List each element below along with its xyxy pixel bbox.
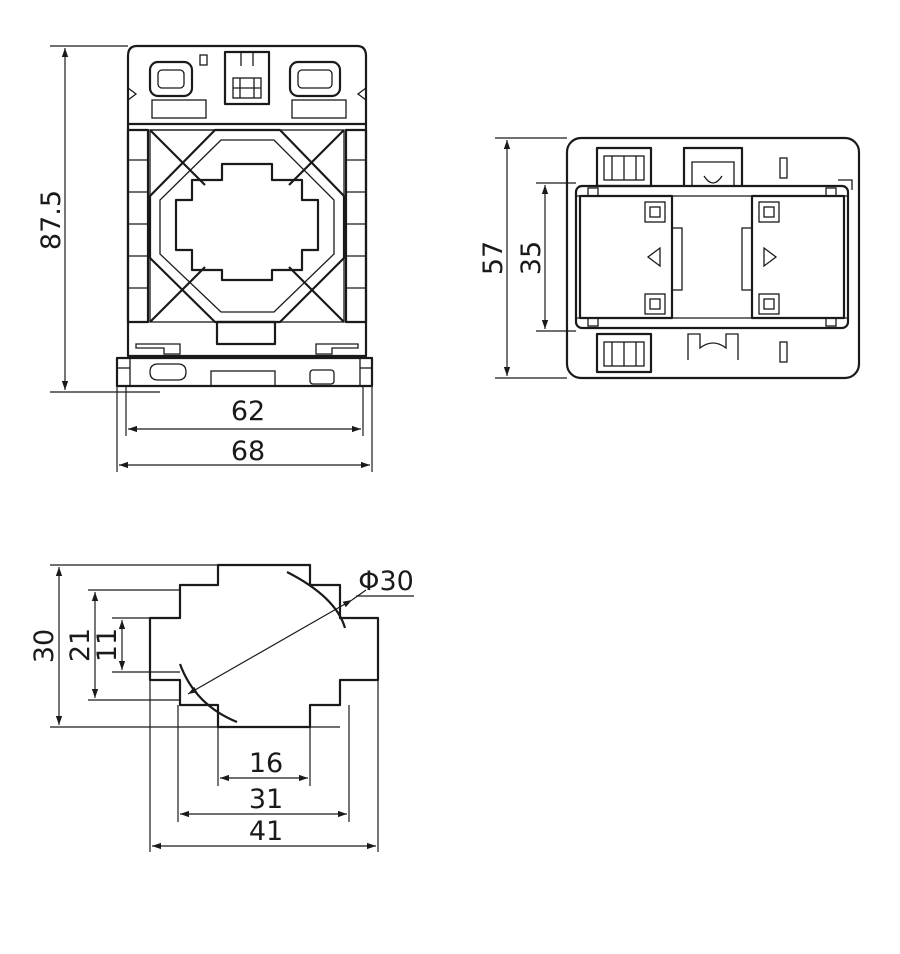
dim-label-21: 21 [65, 628, 96, 662]
dim-label-35: 35 [516, 241, 547, 275]
front-dimensions: 87.5 62 68 [36, 45, 373, 472]
window-dimensions: 30 21 11 16 31 41 [29, 564, 379, 852]
window-outline [148, 563, 380, 729]
dim-label-57: 57 [478, 241, 509, 275]
dim-label-68: 68 [231, 436, 265, 467]
dim-label-62: 62 [231, 396, 265, 427]
dim-label-30: 30 [29, 629, 60, 663]
dim-label-11: 11 [92, 628, 123, 662]
side-core-band [574, 184, 850, 330]
diameter-arc-bottom [178, 663, 238, 724]
side-dimensions: 57 35 [478, 137, 576, 379]
left-terminal-slot [148, 60, 194, 98]
center-terminal-block [223, 50, 271, 106]
side-body-outline [565, 136, 861, 380]
window-view: Φ30 [148, 563, 414, 729]
front-view [115, 44, 374, 388]
right-terminal-slot [288, 60, 342, 98]
primary-window [174, 162, 320, 282]
dim-label-41: 41 [249, 816, 283, 847]
dim-label-31: 31 [249, 784, 283, 815]
dim-label-16: 16 [249, 748, 283, 779]
dim-label-phi30: Φ30 [358, 566, 414, 597]
side-view [565, 136, 861, 380]
dim-label-87-5: 87.5 [36, 190, 67, 250]
octagon-frame [148, 128, 346, 324]
front-body-outline [126, 44, 368, 358]
diameter-arc-top [286, 571, 347, 629]
